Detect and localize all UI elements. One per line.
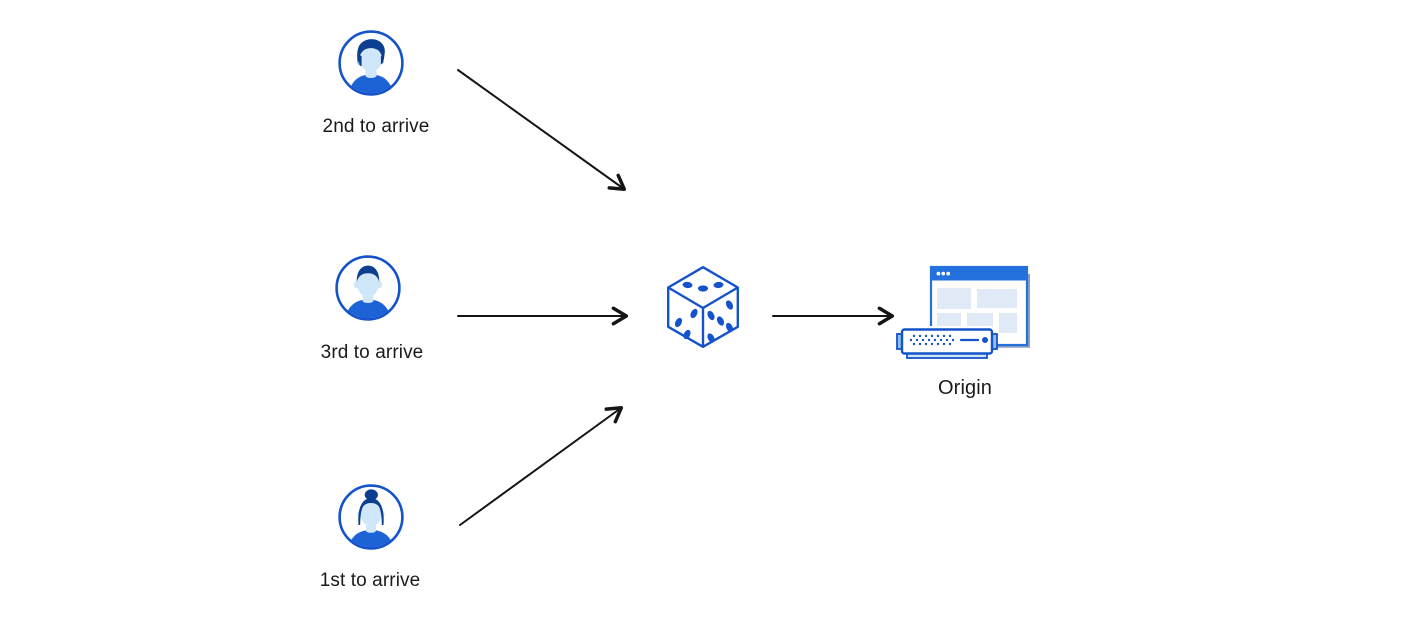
arrow-user2-to-dice [457, 69, 627, 191]
user-label-3rd: 3rd to arrive [320, 342, 424, 363]
arrow-user1-to-dice [459, 406, 624, 526]
user-label-2nd: 2nd to arrive [322, 116, 430, 137]
user-node-2nd: 2nd to arrive [323, 30, 429, 137]
male-user-avatar [335, 255, 401, 321]
user-node-1st: 1st to arrive [320, 484, 420, 591]
window-dots [936, 271, 951, 276]
origin-label: Origin [938, 377, 992, 399]
user-label-1st: 1st to arrive [319, 570, 421, 591]
server-vent-dots [909, 334, 955, 346]
male-user-avatar [338, 30, 404, 96]
dice-icon [667, 266, 739, 348]
window-content-blocks [937, 288, 1017, 333]
randomizer-node [667, 266, 739, 353]
origin-node: Origin [895, 262, 1031, 399]
user-node-3rd: 3rd to arrive [321, 255, 423, 363]
server-appliance [896, 326, 998, 359]
origin-server-icon [896, 265, 1030, 359]
female-user-avatar [338, 484, 404, 550]
